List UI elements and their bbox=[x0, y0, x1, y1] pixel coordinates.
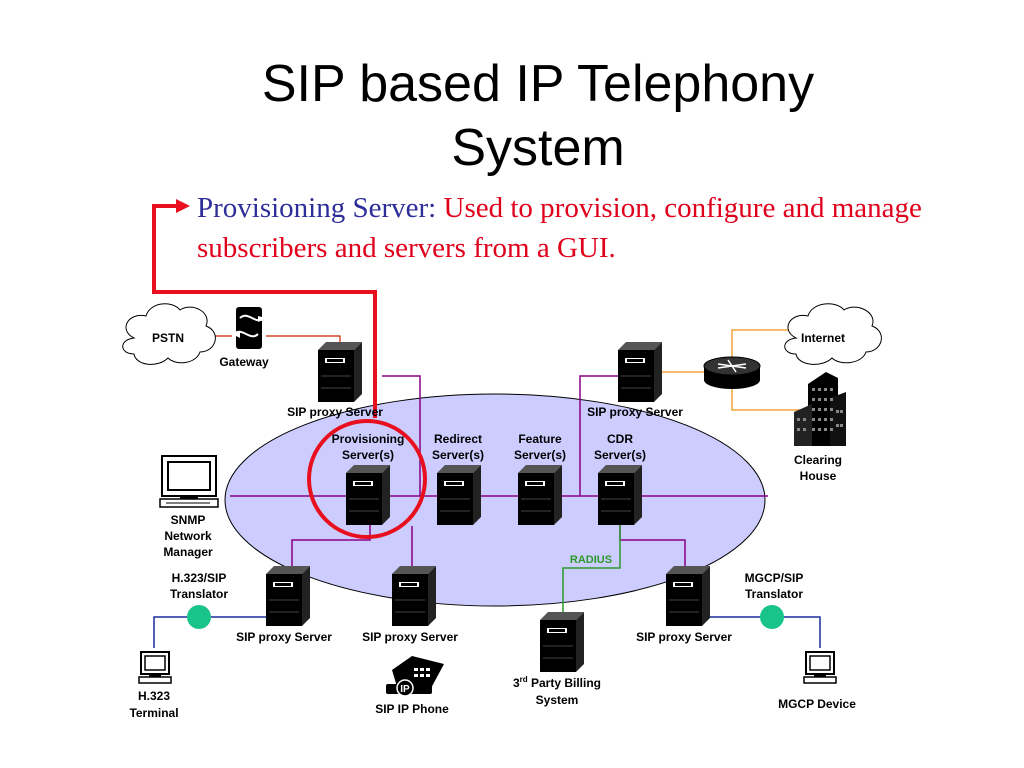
terminal-links bbox=[153, 616, 821, 648]
h323-sip-translator-label-2: Translator bbox=[170, 587, 228, 601]
cdr-server-icon bbox=[597, 464, 643, 526]
gateway-icon bbox=[232, 307, 266, 349]
pstn-label: PSTN bbox=[152, 331, 184, 345]
billing-label-1: 3rd Party Billing bbox=[513, 675, 601, 690]
title-line-2: System bbox=[451, 119, 625, 177]
sip-ip-phone-label: SIP IP Phone bbox=[375, 702, 449, 716]
internet-label: Internet bbox=[801, 331, 845, 345]
h323-terminal-label-1: H.323 bbox=[138, 689, 170, 703]
h323-sip-translator-label-1: H.323/SIP bbox=[172, 571, 227, 585]
internet-links bbox=[660, 329, 800, 411]
radius-link bbox=[562, 525, 621, 612]
sip-proxy-top-right-label: SIP proxy Server bbox=[587, 405, 683, 419]
provisioning-highlight-circle bbox=[307, 419, 427, 539]
sip-proxy-top-left-label: SIP proxy Server bbox=[287, 405, 383, 419]
clearing-house-label-1: Clearing bbox=[794, 453, 842, 467]
sip-proxy-server-bottom-2-icon bbox=[391, 565, 437, 627]
billing-superscript: rd bbox=[520, 675, 528, 684]
router-icon bbox=[703, 356, 761, 389]
mgcp-sip-translator-label-2: Translator bbox=[745, 587, 803, 601]
mgcp-device-label: MGCP Device bbox=[778, 697, 856, 711]
snmp-label-1: SNMP bbox=[171, 513, 206, 527]
feature-label-2: Server(s) bbox=[514, 448, 566, 462]
callout-arrow-path bbox=[152, 204, 377, 418]
gateway-label: Gateway bbox=[219, 355, 269, 369]
billing-prefix: 3 bbox=[513, 676, 520, 690]
clearing-house-building-icon bbox=[794, 372, 846, 446]
cdr-label-1: CDR bbox=[607, 432, 633, 446]
slide-title: SIP based IP Telephony System bbox=[0, 52, 1024, 180]
mgcp-translator-dot bbox=[760, 605, 784, 629]
pstn-links bbox=[208, 335, 341, 346]
lan-ellipse bbox=[224, 393, 766, 607]
provisioning-label-1: Provisioning bbox=[332, 432, 405, 446]
h323-terminal-icon bbox=[138, 651, 172, 684]
provisioning-label-2: Server(s) bbox=[342, 448, 394, 462]
sip-proxy-server-top-right-icon bbox=[617, 341, 663, 403]
clearing-house-label-2: House bbox=[800, 469, 837, 483]
sip-proxy-bottom-2-label: SIP proxy Server bbox=[362, 630, 458, 644]
sip-proxy-server-bottom-1-icon bbox=[265, 565, 311, 627]
internet-cloud: Internet bbox=[784, 303, 882, 365]
snmp-label-2: Network bbox=[164, 529, 212, 543]
sip-ip-phone-icon: IP bbox=[386, 656, 444, 697]
h323-terminal-label-2: Terminal bbox=[129, 706, 178, 720]
sip-proxy-bottom-3-label: SIP proxy Server bbox=[636, 630, 732, 644]
billing-rest: Party Billing bbox=[528, 676, 601, 690]
redirect-label-1: Redirect bbox=[434, 432, 482, 446]
pstn-cloud: PSTN bbox=[122, 303, 216, 365]
feature-server-icon bbox=[517, 464, 563, 526]
cdr-label-2: Server(s) bbox=[594, 448, 646, 462]
callout-label: Provisioning Server: bbox=[197, 192, 437, 224]
provisioning-callout: Provisioning Server: Used to provision, … bbox=[197, 188, 977, 268]
billing-label-2: System bbox=[536, 693, 579, 707]
sip-proxy-server-top-left-icon bbox=[317, 341, 363, 403]
radius-label: RADIUS bbox=[570, 554, 612, 566]
callout-arrowhead bbox=[176, 199, 190, 213]
redirect-server-icon bbox=[436, 464, 482, 526]
billing-server-icon bbox=[539, 611, 585, 673]
provisioning-server-icon bbox=[345, 464, 391, 526]
sip-proxy-bottom-1-label: SIP proxy Server bbox=[236, 630, 332, 644]
callout-description: Used to provision, configure and manage … bbox=[197, 192, 922, 264]
phone-ip-badge: IP bbox=[400, 684, 410, 695]
snmp-label-3: Manager bbox=[163, 545, 213, 559]
sip-proxy-server-bottom-3-icon bbox=[665, 565, 711, 627]
mgcp-device-icon bbox=[803, 651, 837, 684]
h323-translator-dot bbox=[187, 605, 211, 629]
title-line-1: SIP based IP Telephony bbox=[261, 55, 815, 113]
redirect-label-2: Server(s) bbox=[432, 448, 484, 462]
snmp-workstation-icon bbox=[159, 455, 219, 508]
mgcp-sip-translator-label-1: MGCP/SIP bbox=[745, 571, 804, 585]
feature-label-1: Feature bbox=[518, 432, 562, 446]
